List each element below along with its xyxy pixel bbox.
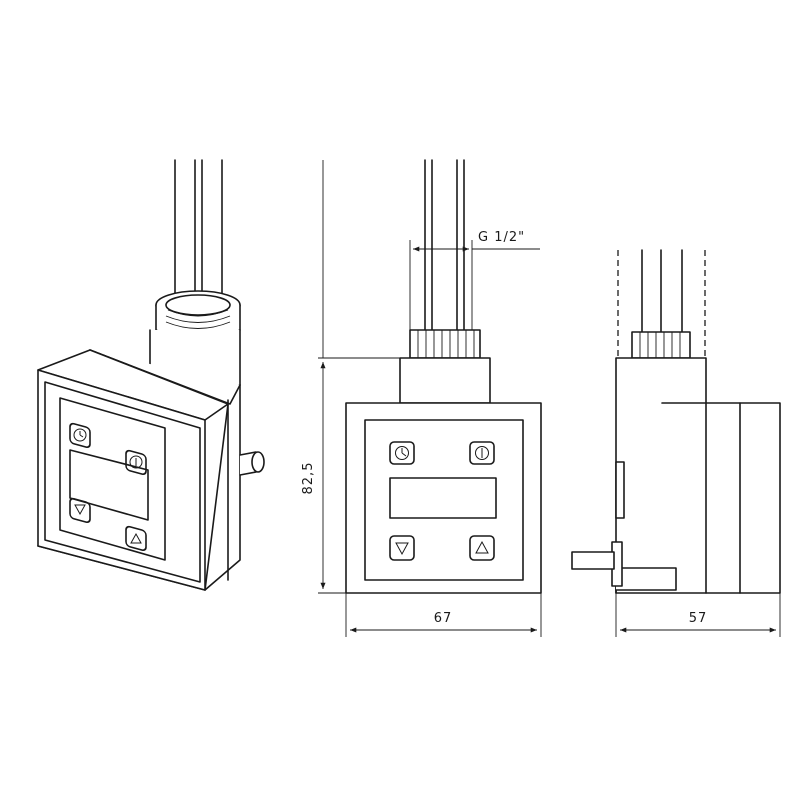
side-knob <box>571 551 615 570</box>
iso-side-knob <box>239 451 265 476</box>
front-up-button <box>469 535 495 561</box>
dimension-thread: G 1/2" <box>409 230 540 330</box>
height-label: 82,5 <box>301 462 316 495</box>
dimension-depth: 57 <box>615 593 781 637</box>
front-view: 82,5 67 G 1/2" <box>301 159 542 637</box>
front-power-button <box>469 441 495 465</box>
side-view: 57 <box>571 249 781 637</box>
front-down-button <box>389 535 415 561</box>
iso-down-button <box>69 497 91 524</box>
depth-label: 57 <box>689 611 708 626</box>
dimension-width: 67 <box>345 593 542 637</box>
iso-up-button <box>125 525 147 552</box>
thread-label: G 1/2" <box>478 230 525 245</box>
side-housing <box>611 357 781 594</box>
iso-cables <box>174 159 223 301</box>
front-display <box>389 477 497 519</box>
dimension-height: 82,5 <box>301 160 400 594</box>
iso-power-button <box>125 449 147 476</box>
iso-buttons <box>69 422 147 552</box>
front-box <box>345 402 542 594</box>
side-cables <box>641 249 683 333</box>
front-fitting <box>399 329 491 404</box>
iso-clock-button <box>69 422 91 449</box>
width-label: 67 <box>434 611 453 626</box>
side-fitting <box>631 331 691 359</box>
isometric-view <box>37 159 265 591</box>
front-clock-button <box>389 441 415 465</box>
front-cables <box>424 159 465 331</box>
